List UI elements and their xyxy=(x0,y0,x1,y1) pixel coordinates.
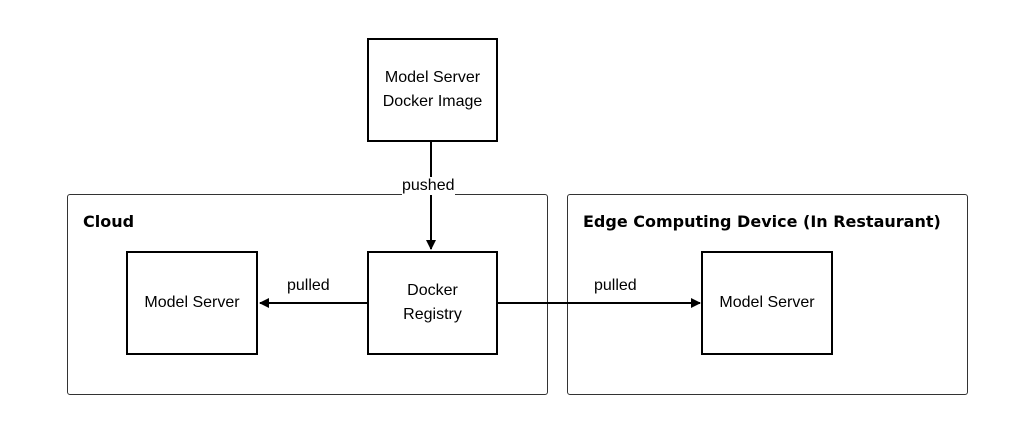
docker-registry-node: Docker Registry xyxy=(367,251,498,355)
edge-model-server-node: Model Server xyxy=(701,251,833,355)
docker-image-label: Model Server Docker Image xyxy=(382,69,483,110)
cloud-container xyxy=(67,194,548,395)
edge-device-container xyxy=(567,194,968,395)
docker-image-node: Model Server Docker Image xyxy=(367,38,498,142)
cloud-container-title: Cloud xyxy=(83,212,135,231)
pulled-cloud-label: pulled xyxy=(287,277,330,295)
cloud-model-server-label: Model Server xyxy=(144,294,240,311)
edge-model-server-label: Model Server xyxy=(719,294,815,311)
pulled-edge-label: pulled xyxy=(594,277,637,295)
cloud-model-server-node: Model Server xyxy=(126,251,258,355)
pushed-label: pushed xyxy=(402,177,455,195)
edge-device-container-title: Edge Computing Device (In Restaurant) xyxy=(583,212,941,231)
docker-registry-label: Docker Registry xyxy=(403,282,462,323)
